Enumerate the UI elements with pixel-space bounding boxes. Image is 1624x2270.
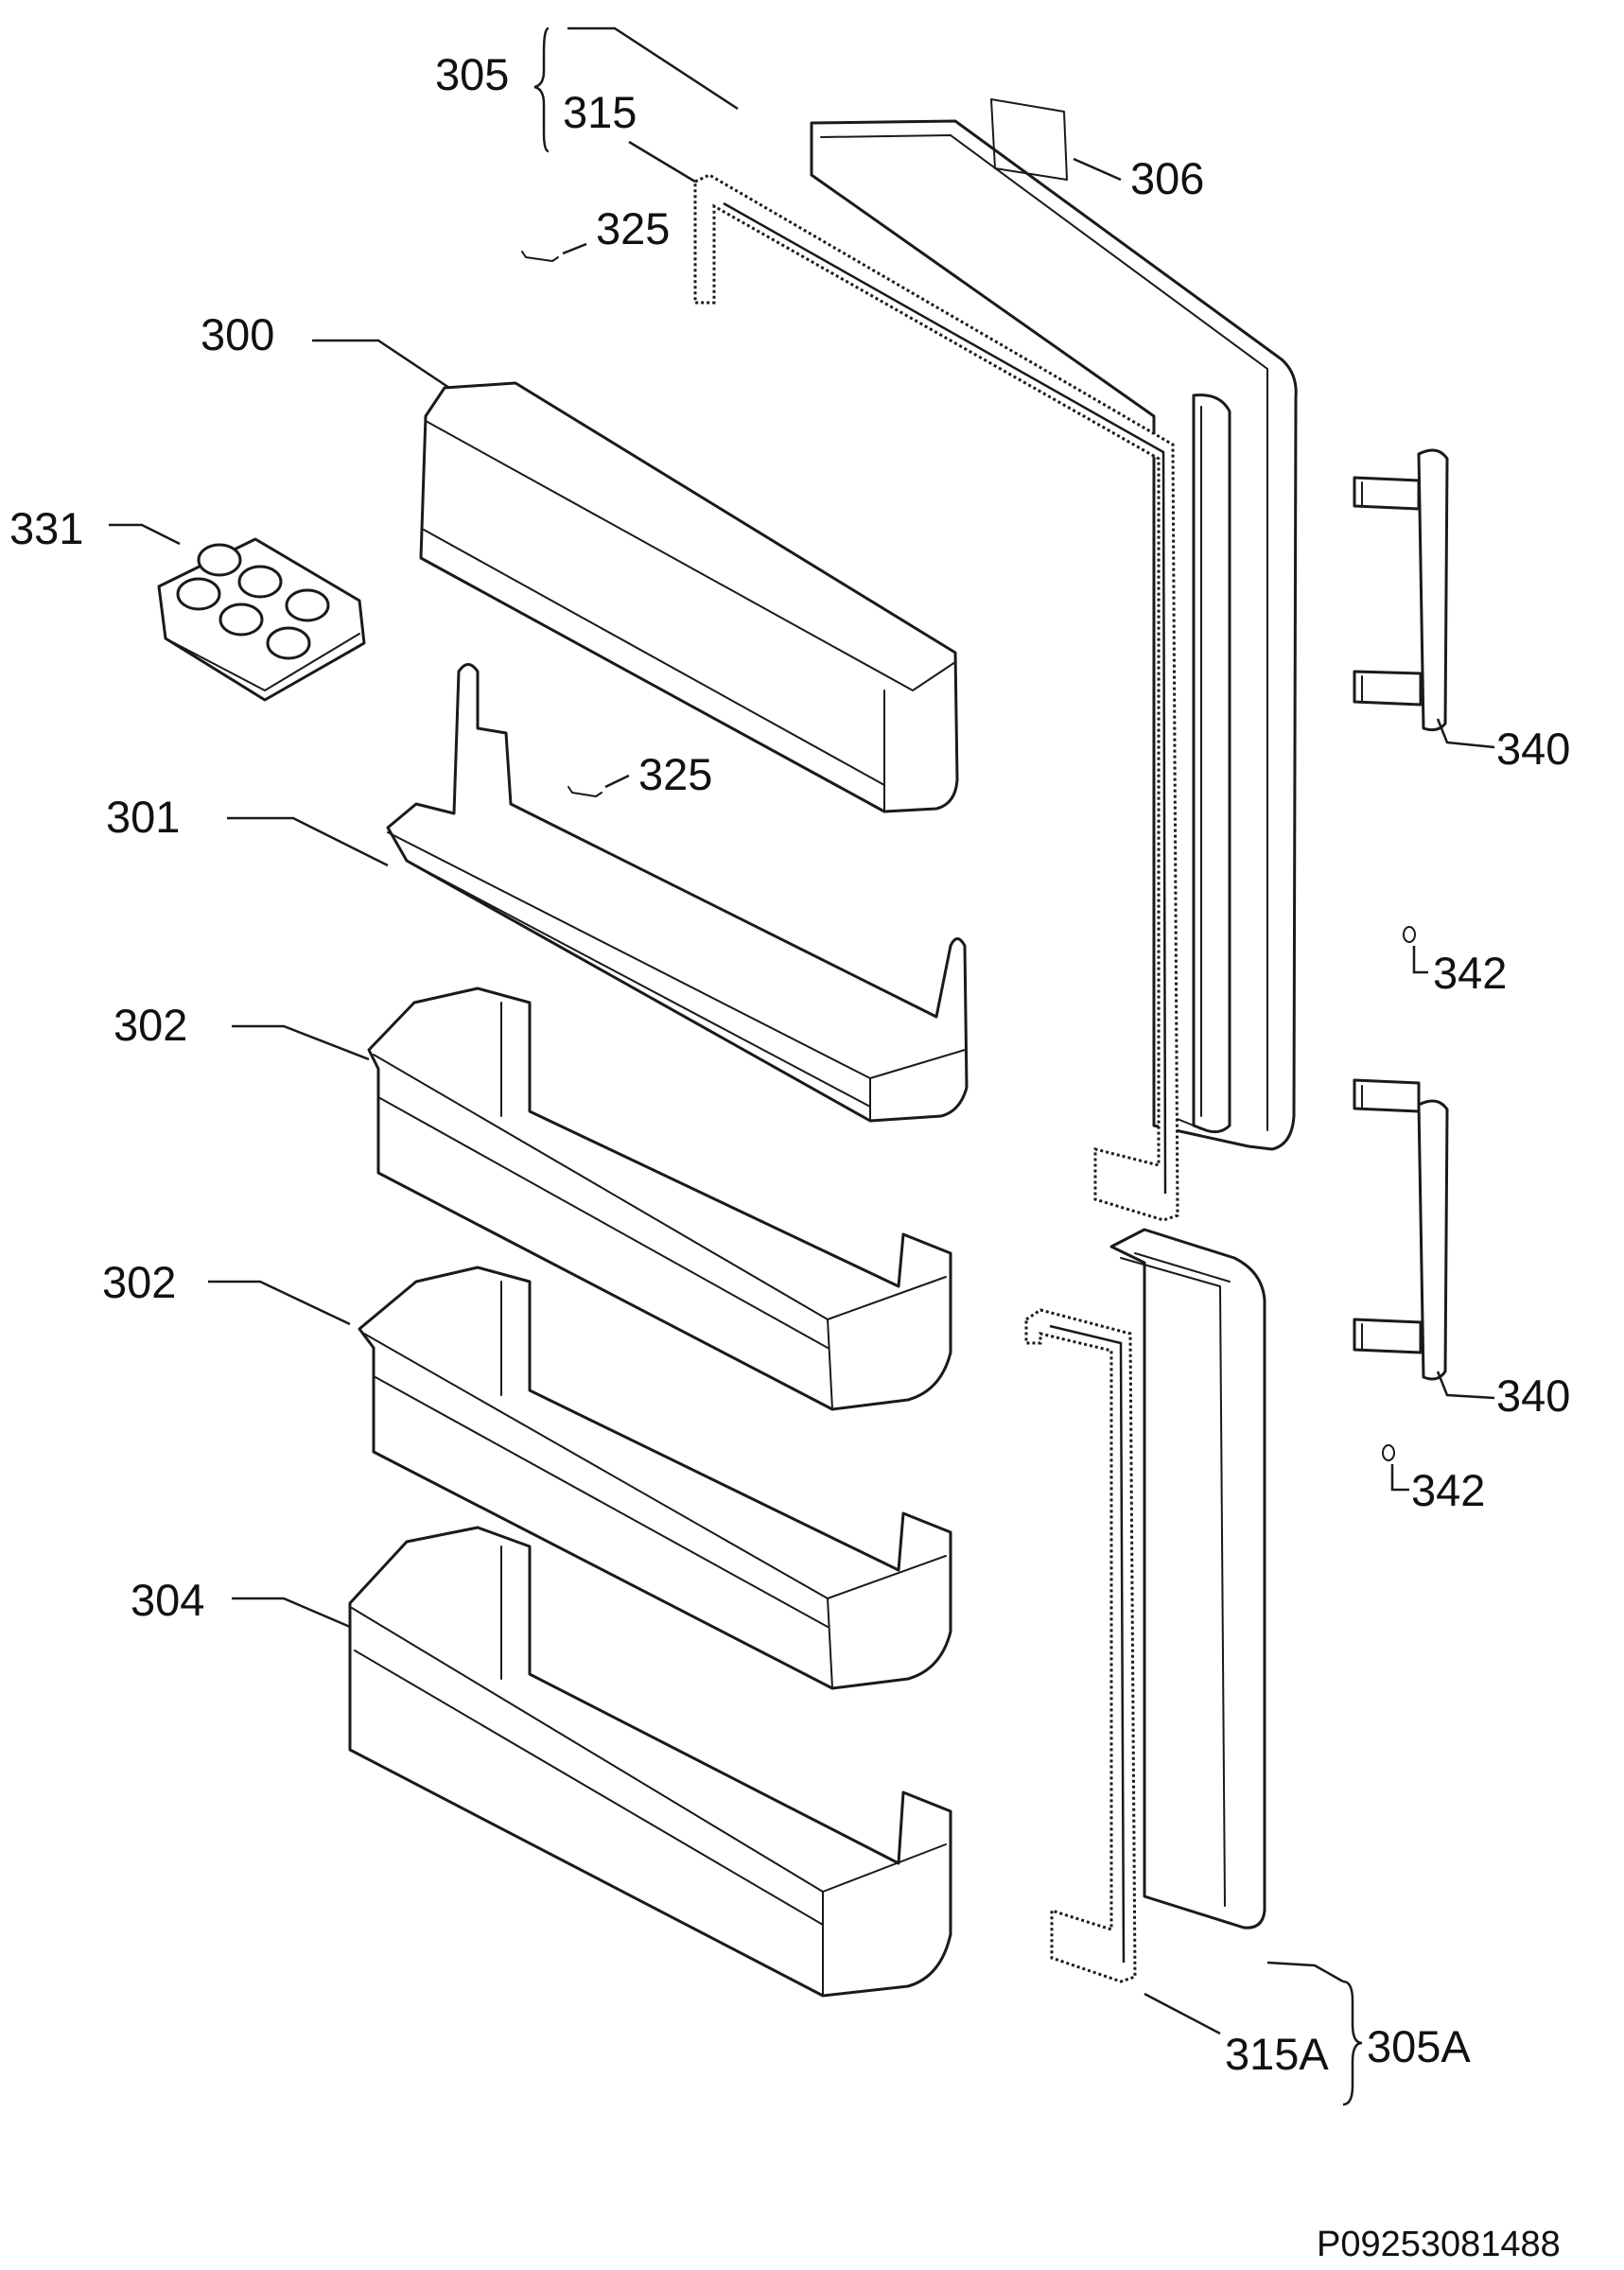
screw-325-upper: [521, 242, 587, 262]
callout-340-upper: 340: [1496, 724, 1570, 774]
upper-gasket-315: [693, 173, 1179, 1222]
label-plate-306: [990, 98, 1122, 182]
cap-342-lower: [1382, 1444, 1409, 1492]
callout-331: 331: [9, 503, 83, 553]
drawing-code: P09253081488: [1317, 2225, 1561, 2264]
callout-301: 301: [106, 792, 180, 842]
upper-handle-340: [1353, 448, 1449, 732]
door-shelf-301: [386, 663, 969, 1123]
leader-lines: [109, 26, 1495, 2106]
callout-306: 306: [1130, 153, 1204, 203]
callout-315A: 315A: [1225, 2029, 1329, 2079]
callout-325-upper: 325: [596, 203, 670, 253]
callout-342-lower: 342: [1411, 1465, 1485, 1515]
callout-300: 300: [201, 309, 274, 359]
callout-302-upper: 302: [114, 1000, 187, 1050]
door-bin-302-lower: [358, 1266, 952, 1690]
callout-302-lower: 302: [102, 1257, 176, 1307]
callout-325-middle: 325: [638, 749, 712, 799]
callout-315: 315: [563, 87, 637, 137]
callout-304: 304: [131, 1575, 204, 1625]
egg-tray-331: [157, 537, 366, 702]
callout-305: 305: [435, 49, 509, 99]
callout-340-lower: 340: [1496, 1371, 1570, 1421]
callout-labels: 305 315 306 325 300 331 301 325 340 342 …: [9, 49, 1570, 2264]
screw-325-middle: [568, 774, 630, 797]
callout-305A: 305A: [1367, 2021, 1471, 2071]
door-bin-302-upper: [367, 987, 952, 1411]
door-bin-304: [348, 1526, 952, 1998]
dairy-compartment-300: [419, 381, 959, 813]
lower-handle-340: [1353, 1078, 1449, 1381]
lower-door-305A: [1109, 1228, 1266, 1930]
lower-gasket-315A: [1024, 1308, 1137, 1983]
callout-342-upper: 342: [1433, 948, 1507, 998]
cap-342-upper: [1403, 926, 1428, 974]
